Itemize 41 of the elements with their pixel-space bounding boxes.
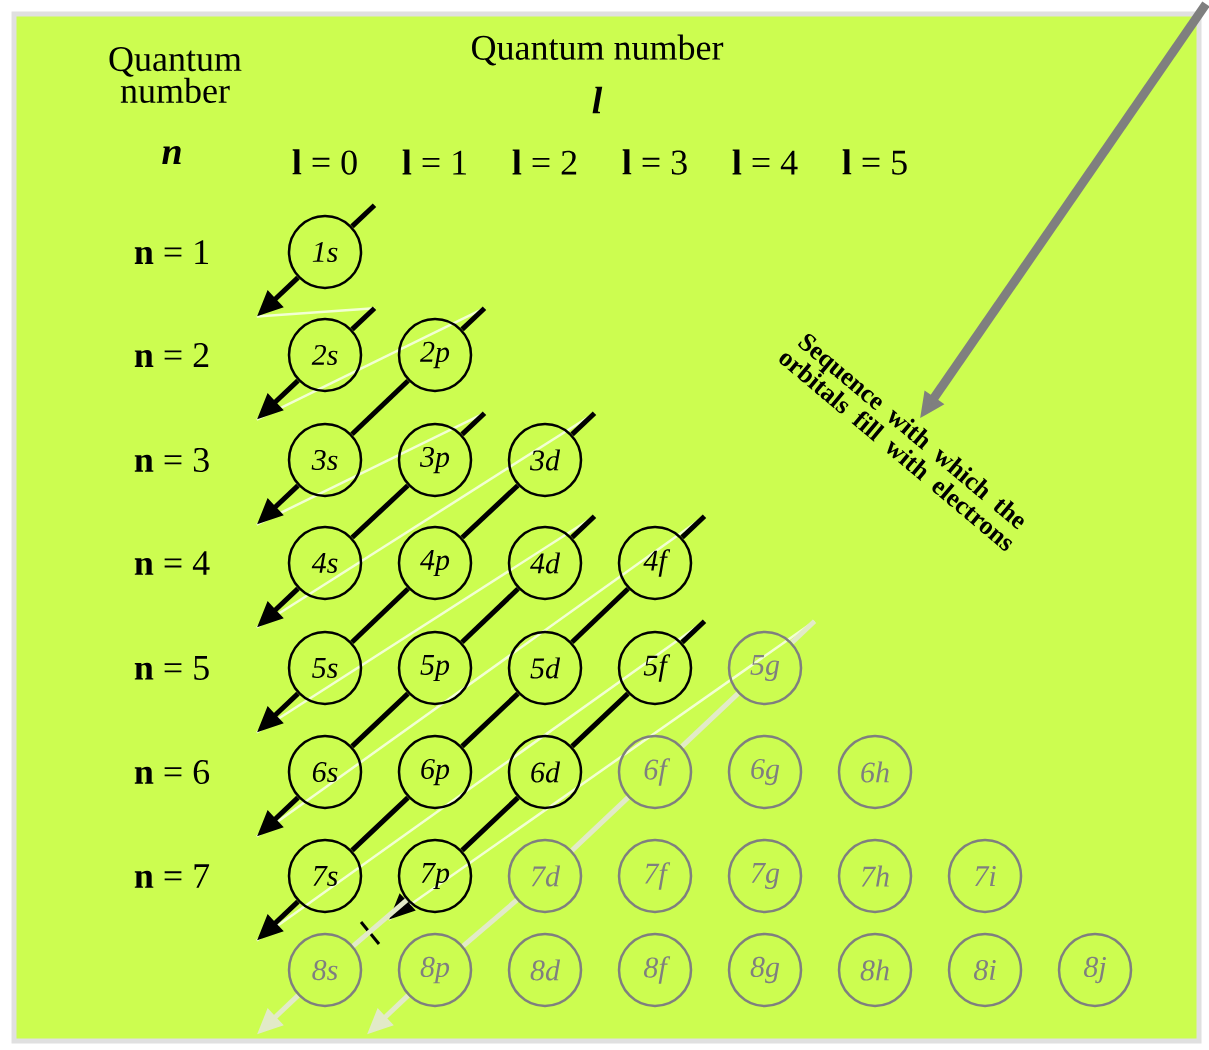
line-segment (570, 514, 597, 540)
quantum-number-label: n = 2 (134, 343, 209, 367)
quantum-number-label: l = 0 (292, 149, 357, 175)
line-segment (460, 483, 520, 540)
quantum-number-label: n = 7 (134, 864, 210, 888)
line-segment (350, 483, 410, 540)
line-segment (351, 898, 409, 948)
quantum-number-label: l = 1 (402, 149, 466, 175)
line-segment (350, 691, 410, 749)
axis-symbol: n (162, 146, 181, 164)
line-segment (350, 203, 377, 229)
line-segment (680, 514, 707, 540)
line-segment (461, 898, 519, 948)
line-segment (570, 586, 630, 645)
line-segment (680, 691, 740, 749)
line-segment (460, 795, 520, 853)
line-segment (570, 691, 630, 749)
axis-symbol: l (592, 86, 603, 114)
line-segment (460, 691, 520, 749)
quantum-number-label: l = 5 (842, 149, 907, 175)
line-segment (350, 586, 410, 645)
line-segment (460, 411, 487, 437)
quantum-number-label: l = 3 (622, 149, 687, 175)
line-segment (350, 378, 410, 437)
quantum-number-label: l = 2 (512, 149, 577, 175)
line-segment (460, 306, 487, 332)
axis-heading: Quantum number (109, 47, 242, 103)
axis-heading: Quantum number (472, 34, 724, 66)
quantum-number-label: l = 4 (732, 149, 798, 175)
quantum-number-label: n = 6 (134, 759, 210, 785)
line-segment (790, 619, 817, 645)
line-segment (680, 619, 707, 645)
quantum-number-label: n = 4 (134, 551, 210, 575)
quantum-number-label: n = 3 (134, 447, 209, 473)
quantum-number-label: n = 5 (134, 656, 209, 680)
line-segment (460, 586, 520, 645)
line-segment (570, 795, 630, 853)
line-segment (350, 306, 377, 332)
quantum-number-label: n = 1 (134, 240, 208, 264)
line-segment (350, 795, 410, 853)
line-segment (570, 411, 597, 437)
